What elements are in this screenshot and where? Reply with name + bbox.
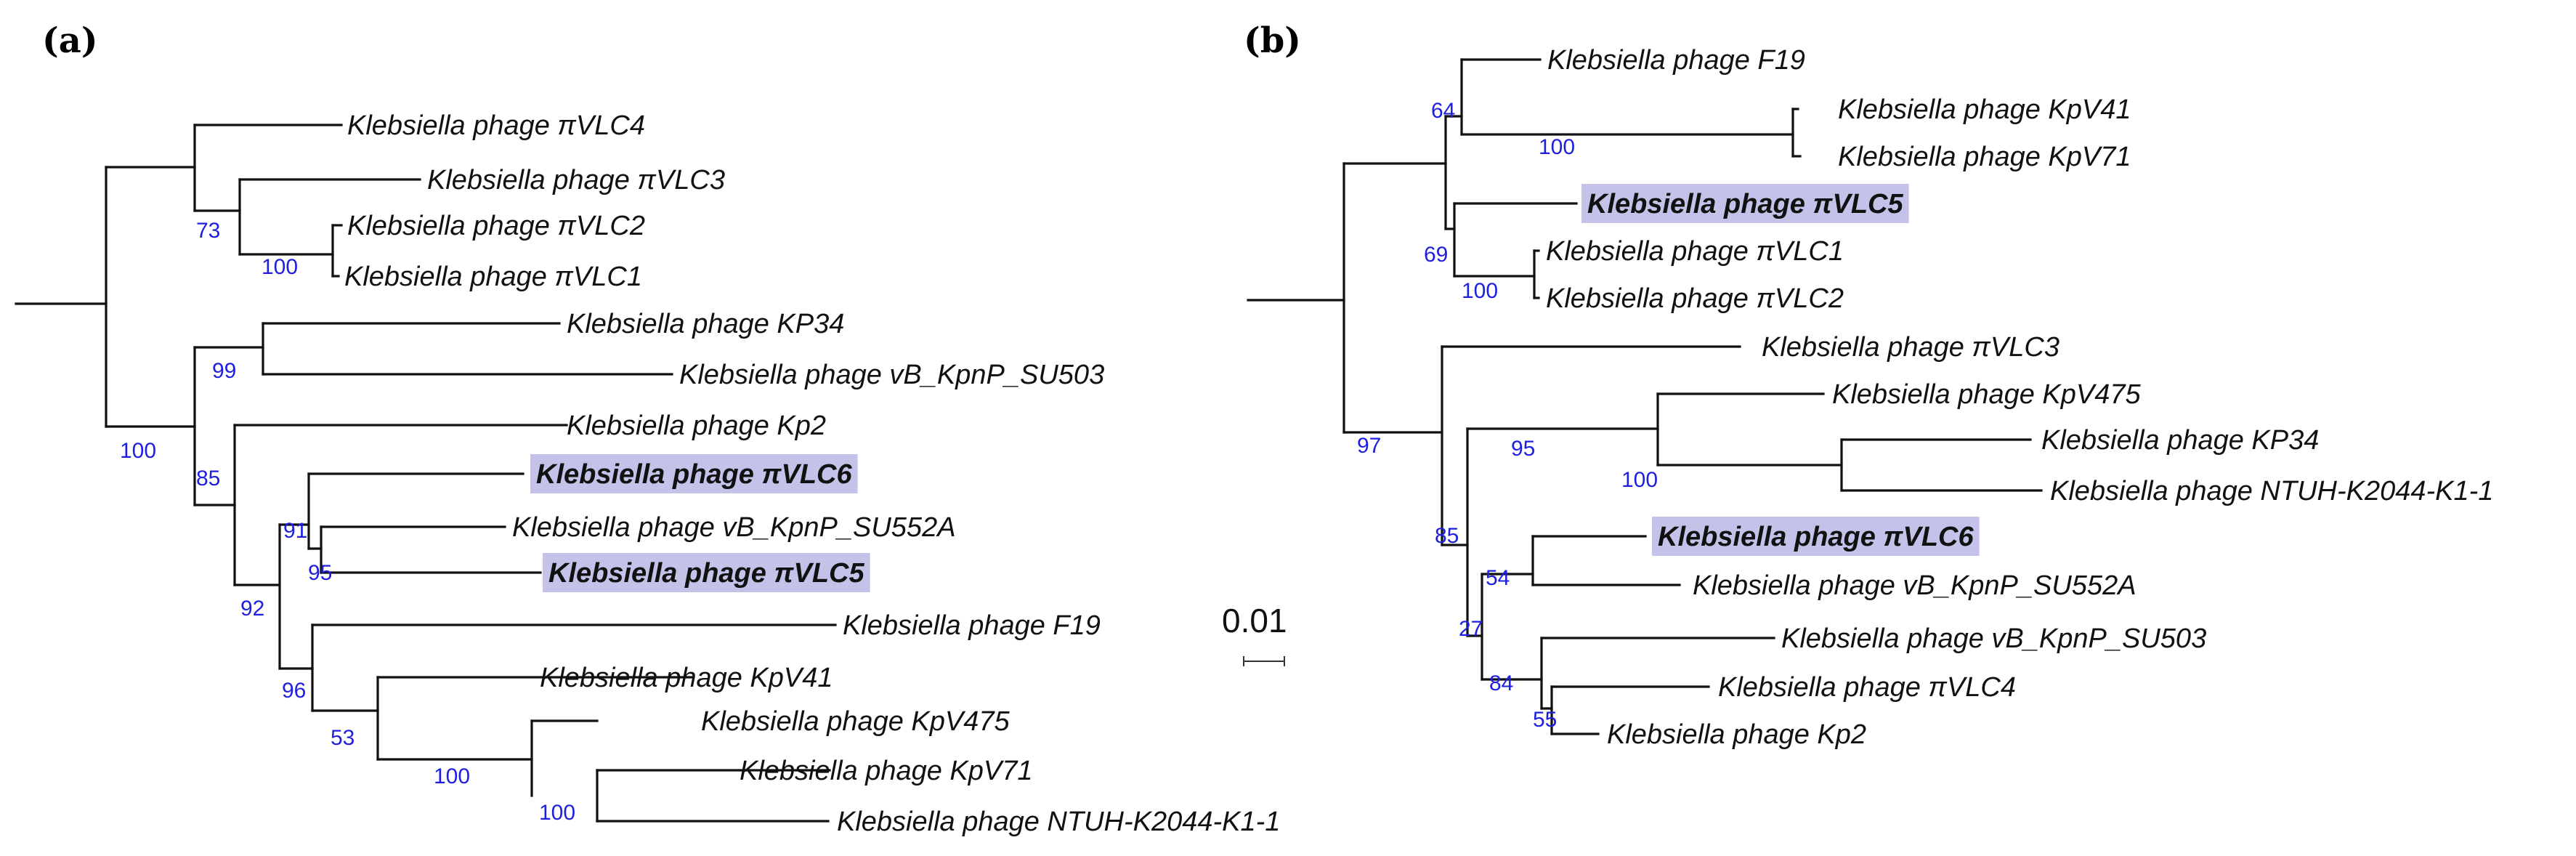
- bootstrap-value: 85: [1435, 524, 1459, 548]
- bootstrap-value: 100: [1462, 279, 1498, 303]
- taxon-label: Klebsiella phage πVLC2: [347, 211, 645, 241]
- highlight-box: [1581, 184, 1909, 223]
- bootstrap-value: 73: [196, 219, 220, 243]
- bootstrap-value: 100: [1539, 135, 1575, 159]
- taxon-label: Klebsiella phage Kp2: [1607, 719, 1866, 750]
- taxon-label: Klebsiella phage KpV475: [1832, 379, 2142, 410]
- tree-b-branches: [1247, 58, 2043, 735]
- taxon-label: Klebsiella phage KP34: [567, 309, 844, 339]
- tree-b-support-values: 64 100 69 100 97 95 100 85 54 27 84 55: [1357, 99, 1658, 732]
- bootstrap-value: 95: [308, 561, 332, 585]
- bootstrap-value: 92: [240, 597, 264, 621]
- panel-a-label: (a): [42, 20, 98, 61]
- taxon-label: Klebsiella phage vB_KpnP_SU503: [1781, 623, 2206, 654]
- taxon-label: Klebsiella phage πVLC2: [1546, 283, 1844, 314]
- bootstrap-value: 55: [1533, 708, 1557, 732]
- highlight-box: [543, 553, 870, 592]
- bootstrap-value: 64: [1431, 99, 1455, 123]
- bootstrap-value: 99: [212, 359, 236, 383]
- taxon-label: Klebsiella phage Kp2: [567, 411, 826, 441]
- bootstrap-value: 91: [283, 519, 307, 543]
- bootstrap-value: 100: [120, 439, 156, 463]
- taxon-label: Klebsiella phage πVLC5: [1587, 189, 1903, 219]
- bootstrap-value: 54: [1486, 566, 1510, 590]
- taxon-label: Klebsiella phage πVLC3: [1762, 332, 2059, 363]
- taxon-label: Klebsiella phage vB_KpnP_SU552A: [512, 512, 956, 543]
- taxon-label: Klebsiella phage NTUH-K2044-K1-1: [837, 807, 1280, 837]
- scale-bar: [1243, 656, 1285, 666]
- highlight-box: [530, 454, 858, 493]
- taxon-label: Klebsiella phage πVLC4: [1718, 672, 2016, 703]
- bootstrap-value: 84: [1489, 671, 1513, 695]
- bootstrap-value: 100: [434, 764, 470, 788]
- bootstrap-value: 96: [282, 679, 306, 703]
- bootstrap-value: 69: [1424, 243, 1448, 267]
- taxon-label: Klebsiella phage KpV71: [1838, 142, 2131, 172]
- taxon-label: Klebsiella phage πVLC5: [548, 558, 864, 589]
- taxon-label: Klebsiella phage NTUH-K2044-K1-1: [2050, 476, 2493, 506]
- taxon-label: Klebsiella phage vB_KpnP_SU552A: [1693, 570, 2136, 601]
- taxon-label: Klebsiella phage KpV41: [540, 663, 833, 693]
- bootstrap-value: 85: [196, 467, 220, 490]
- scale-bar-label: 0.01: [1222, 602, 1287, 639]
- highlight-box: [1652, 517, 1980, 556]
- panel-b-label: (b): [1244, 20, 1301, 61]
- taxon-label: Klebsiella phage vB_KpnP_SU503: [679, 360, 1104, 390]
- taxon-label: Klebsiella phage πVLC1: [344, 262, 642, 292]
- taxon-label: Klebsiella phage KpV41: [1838, 94, 2131, 125]
- tree-a-highlights: [530, 454, 870, 592]
- taxon-label: Klebsiella phage KpV475: [701, 706, 1010, 737]
- tree-a-branches: [15, 124, 837, 823]
- bootstrap-value: 97: [1357, 434, 1381, 458]
- taxon-label: Klebsiella phage KP34: [2041, 425, 2319, 456]
- taxon-label: Klebsiella phage πVLC6: [1658, 522, 1974, 552]
- bootstrap-value: 100: [262, 255, 298, 279]
- bootstrap-value: 53: [331, 726, 355, 750]
- bootstrap-value: 100: [1621, 468, 1658, 492]
- taxon-label: Klebsiella phage πVLC4: [347, 110, 645, 141]
- taxon-label: Klebsiella phage πVLC3: [427, 165, 725, 195]
- tree-b-highlights: [1581, 184, 1980, 556]
- taxon-label: Klebsiella phage F19: [843, 610, 1101, 641]
- taxon-label: Klebsiella phage KpV71: [740, 756, 1033, 786]
- bootstrap-value: 100: [539, 801, 575, 825]
- bootstrap-value: 95: [1511, 437, 1535, 461]
- bootstrap-value: 27: [1459, 617, 1483, 641]
- taxon-label: Klebsiella phage F19: [1547, 45, 1805, 76]
- taxon-label: Klebsiella phage πVLC1: [1546, 236, 1844, 267]
- taxon-label: Klebsiella phage πVLC6: [536, 459, 852, 490]
